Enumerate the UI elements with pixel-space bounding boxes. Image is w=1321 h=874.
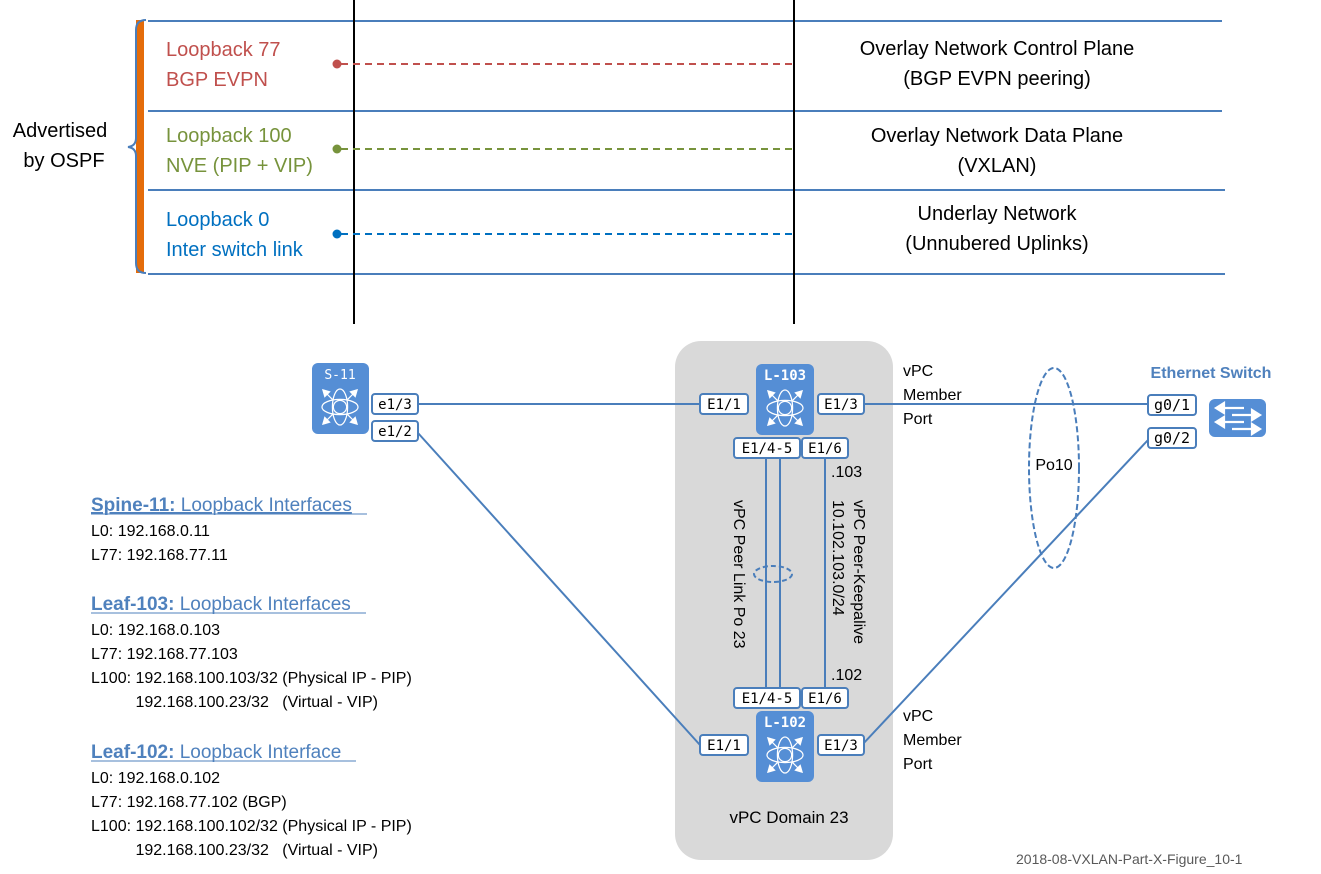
peer-keepalive-label: vPC Peer-Keepalive	[850, 500, 867, 644]
control-plane-title: Overlay Network Control Plane	[860, 38, 1135, 60]
port-label: e1/3	[378, 397, 412, 413]
leaf-l102-label: L-102	[764, 715, 806, 731]
spine11-loopback-info: Spine-11: Loopback Interfaces L0: 192.16…	[91, 495, 367, 564]
port-label: e1/2	[378, 424, 412, 440]
port-label: E1/3	[824, 397, 858, 413]
port-label: g0/2	[1154, 429, 1190, 447]
port-l103-e16[interactable]: E1/6	[801, 437, 849, 459]
port-label: g0/1	[1154, 396, 1190, 414]
loopback0-name: Loopback 0	[166, 209, 269, 231]
loopback100-dot	[332, 144, 342, 154]
layer-table: Advertised by OSPF Loopback 77 BGP EVPN …	[13, 0, 1225, 324]
link-s11-e12-to-l102-e11	[417, 432, 701, 746]
vpc-member-bottom-3: Port	[903, 756, 933, 773]
vpc-member-top-2: Member	[903, 387, 962, 404]
spine11-l77: L77: 192.168.77.11	[91, 547, 228, 564]
leaf102-loopback-info: Leaf-102: Loopback Interface L0: 192.168…	[91, 742, 412, 859]
data-plane-subtitle: (VXLAN)	[958, 155, 1037, 177]
port-label: E1/6	[808, 691, 842, 707]
leaf103-loopback-info: Leaf-103: Loopback Interfaces L0: 192.16…	[91, 594, 412, 711]
loopback100-name: Loopback 100	[166, 125, 292, 147]
leaf103-l77: L77: 192.168.77.103	[91, 646, 238, 663]
leaf103-l100-pip: L100: 192.168.100.103/32 (Physical IP - …	[91, 670, 412, 687]
ethernet-switch-label: Ethernet Switch	[1151, 365, 1272, 382]
links	[417, 403, 1149, 746]
loopback0-purpose: Inter switch link	[166, 239, 304, 261]
port-switch-g02[interactable]: g0/2	[1147, 427, 1197, 449]
loopback100-purpose: NVE (PIP + VIP)	[166, 155, 313, 177]
figure-id: 2018-08-VXLAN-Part-X-Figure_10-1	[1016, 851, 1243, 867]
port-l103-e11[interactable]: E1/1	[699, 393, 749, 415]
keepalive-ip-103: .103	[831, 464, 862, 481]
leaf102-l100-vip: 192.168.100.23/32 (Virtual - VIP)	[91, 842, 378, 859]
leaf103-heading: Leaf-103: Loopback Interfaces	[91, 594, 351, 615]
control-plane-subtitle: (BGP EVPN peering)	[903, 68, 1091, 90]
peer-keepalive-subnet: 10.102.103.0/24	[829, 500, 846, 616]
port-l102-e1-4-5[interactable]: E1/4-5	[733, 687, 801, 709]
leaf-l102-box[interactable]	[756, 711, 814, 782]
vpc-member-bottom-2: Member	[903, 732, 962, 749]
leaf-l103-box[interactable]	[756, 364, 814, 435]
port-l102-e16[interactable]: E1/6	[801, 687, 849, 709]
spine-s11[interactable]: S-11	[312, 363, 369, 434]
leaf102-l100-pip: L100: 192.168.100.102/32 (Physical IP - …	[91, 818, 412, 835]
port-s11-e13[interactable]: e1/3	[371, 393, 419, 415]
vpc-member-top-3: Port	[903, 411, 933, 428]
peer-link-label: vPC Peer Link Po 23	[730, 500, 747, 649]
leaf-l102[interactable]: L-102	[756, 711, 814, 782]
spine11-heading: Spine-11: Loopback Interfaces	[91, 495, 352, 516]
port-label: E1/3	[824, 738, 858, 754]
port-label: E1/4-5	[742, 441, 793, 457]
link-l102-e13-to-switch-g02	[861, 439, 1149, 746]
keepalive-ip-102: .102	[831, 667, 862, 684]
data-plane-title: Overlay Network Data Plane	[871, 125, 1123, 147]
po10-ellipse	[1028, 367, 1080, 569]
spine11-l0: L0: 192.168.0.11	[91, 523, 210, 540]
ethernet-switch[interactable]	[1209, 399, 1266, 437]
spine-s11-box[interactable]	[312, 363, 369, 434]
leaf102-l77: L77: 192.168.77.102 (BGP)	[91, 794, 287, 811]
switch-arrows-icon	[1213, 401, 1263, 436]
peer-link-portchannel-ellipse	[753, 565, 793, 583]
vpc-domain-label: vPC Domain 23	[729, 808, 848, 827]
port-l103-e13[interactable]: E1/3	[817, 393, 865, 415]
leaf-l103-label: L-103	[764, 368, 806, 384]
port-label: E1/1	[707, 397, 741, 413]
bracket-label-line1: Advertised	[13, 120, 108, 142]
port-label: E1/1	[707, 738, 741, 754]
underlay-subtitle: (Unnubered Uplinks)	[905, 233, 1088, 255]
leaf102-heading: Leaf-102: Loopback Interface	[91, 742, 341, 763]
port-label: E1/4-5	[742, 691, 793, 707]
underlay-title: Underlay Network	[918, 203, 1078, 225]
leaf103-l0: L0: 192.168.0.103	[91, 622, 220, 639]
port-label: E1/6	[808, 441, 842, 457]
spine-s11-label: S-11	[324, 368, 355, 383]
port-l102-e11[interactable]: E1/1	[699, 734, 749, 756]
ospf-bracket-icon	[127, 19, 147, 274]
loopback77-name: Loopback 77	[166, 39, 281, 61]
loopback77-dot	[332, 59, 342, 69]
vpc-member-bottom-1: vPC	[903, 708, 933, 725]
loopback77-purpose: BGP EVPN	[166, 69, 268, 91]
po10-label: Po10	[1035, 457, 1072, 474]
port-switch-g01[interactable]: g0/1	[1147, 394, 1197, 416]
leaf103-l100-vip: 192.168.100.23/32 (Virtual - VIP)	[91, 694, 378, 711]
loopback0-dot	[332, 229, 342, 239]
port-l102-e13[interactable]: E1/3	[817, 734, 865, 756]
bracket-label-line2: by OSPF	[23, 150, 104, 172]
vpc-member-top-1: vPC	[903, 363, 933, 380]
leaf102-l0: L0: 192.168.0.102	[91, 770, 220, 787]
leaf-l103[interactable]: L-103	[756, 364, 814, 435]
port-l103-e1-4-5[interactable]: E1/4-5	[733, 437, 801, 459]
ospf-bracket-bar	[136, 20, 144, 273]
port-s11-e12[interactable]: e1/2	[371, 420, 419, 442]
vpc-domain-box	[675, 341, 893, 860]
